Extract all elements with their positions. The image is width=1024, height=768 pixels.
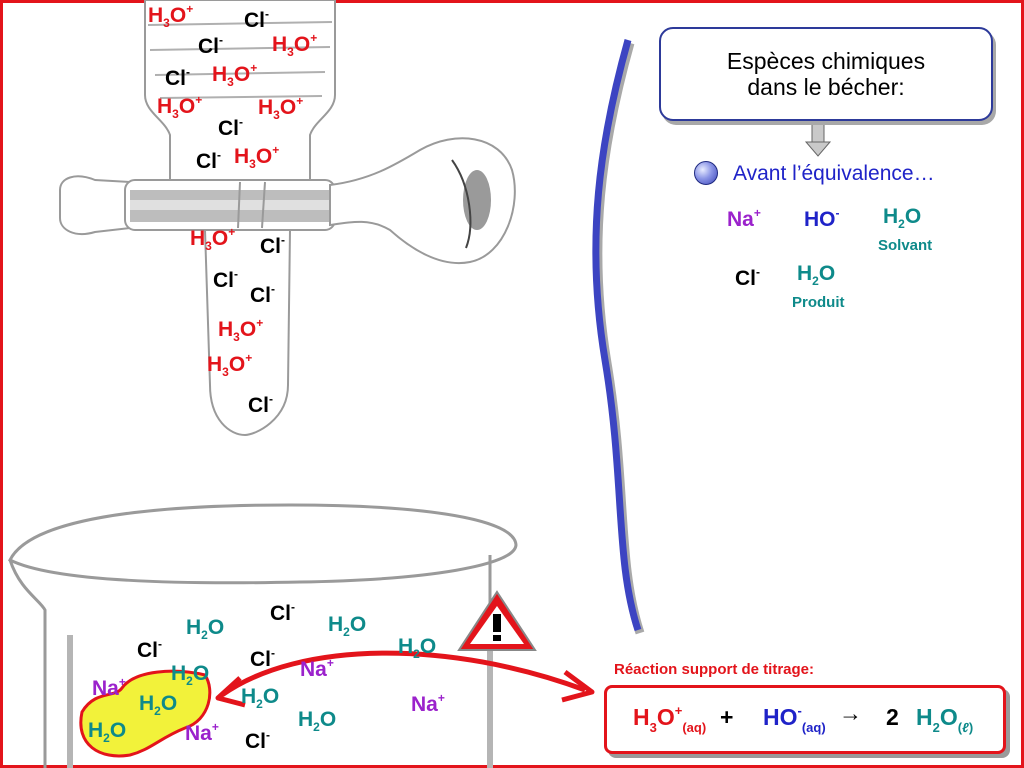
- species-title: Espèces chimiques dans le bécher:: [726, 47, 926, 100]
- reactant-h3o: H3O+(aq): [633, 703, 707, 735]
- na-ion: Na+: [185, 720, 219, 745]
- species-h2o-solvent: H2O: [883, 205, 922, 231]
- h2o-molecule: H2O: [171, 662, 210, 688]
- cl-ion: Cl-: [218, 115, 243, 140]
- h2o-molecule: H2O: [186, 616, 225, 642]
- solvent-note: Solvant: [878, 237, 933, 254]
- species-na: Na+: [727, 206, 761, 231]
- species-title-box: Espèces chimiques dans le bécher:: [659, 27, 993, 121]
- stage-label: Avant l’équivalence…: [733, 162, 935, 185]
- cl-ion: Cl-: [260, 233, 285, 258]
- h3o-ion: H3O+: [212, 61, 258, 89]
- h3o-ion: H3O+: [272, 31, 318, 59]
- species-h2o-product: H2O: [797, 262, 836, 288]
- cl-ion: Cl-: [244, 7, 269, 32]
- na-ion: Na+: [411, 691, 445, 716]
- h2o-molecule: H2O: [298, 708, 337, 734]
- h3o-ion: H3O+: [207, 351, 253, 379]
- double-arrow: [215, 650, 595, 708]
- stopcock: [59, 137, 516, 265]
- h2o-molecule: H2O: [241, 685, 280, 711]
- warning-triangle-icon: [457, 590, 537, 651]
- h2o-molecule: H2O: [328, 613, 367, 639]
- species-ho: HO-: [804, 206, 840, 231]
- stoich-coef: 2: [886, 704, 899, 730]
- burette: [144, 0, 336, 437]
- h3o-ion: H3O+: [148, 2, 194, 30]
- na-ion: Na+: [92, 675, 126, 700]
- wavy-divider-line: [592, 39, 642, 632]
- reactant-ho: HO-(aq): [763, 703, 826, 735]
- plus-sign: +: [720, 704, 734, 730]
- h3o-ion: H3O+: [258, 94, 304, 122]
- cl-ion: Cl-: [165, 65, 190, 90]
- h3o-ion: H3O+: [190, 225, 236, 253]
- cl-ion: Cl-: [137, 637, 162, 662]
- cl-ion: Cl-: [250, 282, 275, 307]
- cl-ion: Cl-: [213, 267, 238, 292]
- h2o-molecule: H2O: [398, 635, 437, 661]
- product-h2o: H2O(ℓ): [916, 704, 974, 735]
- cl-ion: Cl-: [245, 728, 270, 753]
- bullet-icon: [694, 161, 718, 185]
- cl-ion: Cl-: [270, 600, 295, 625]
- highlight-blob: [79, 669, 212, 758]
- na-ion: Na+: [300, 656, 334, 681]
- cl-ion: Cl-: [248, 392, 273, 417]
- reaction-arrow-icon: →: [839, 700, 862, 726]
- h3o-ion: H3O+: [218, 316, 264, 344]
- product-note: Produit: [792, 294, 845, 311]
- species-cl: Cl-: [735, 265, 760, 290]
- down-arrow-icon: [804, 123, 832, 157]
- reaction-title: Réaction support de titrage:: [614, 661, 815, 678]
- cl-ion: Cl-: [198, 33, 223, 58]
- cl-ion: Cl-: [250, 646, 275, 671]
- cl-ion: Cl-: [196, 148, 221, 173]
- h3o-ion: H3O+: [234, 143, 280, 171]
- h3o-ion: H3O+: [157, 93, 203, 121]
- h2o-molecule: H2O: [88, 719, 127, 745]
- reaction-box: H3O+(aq) + HO-(aq) → 2 H2O(ℓ): [604, 685, 1006, 754]
- h2o-molecule: H2O: [139, 692, 178, 718]
